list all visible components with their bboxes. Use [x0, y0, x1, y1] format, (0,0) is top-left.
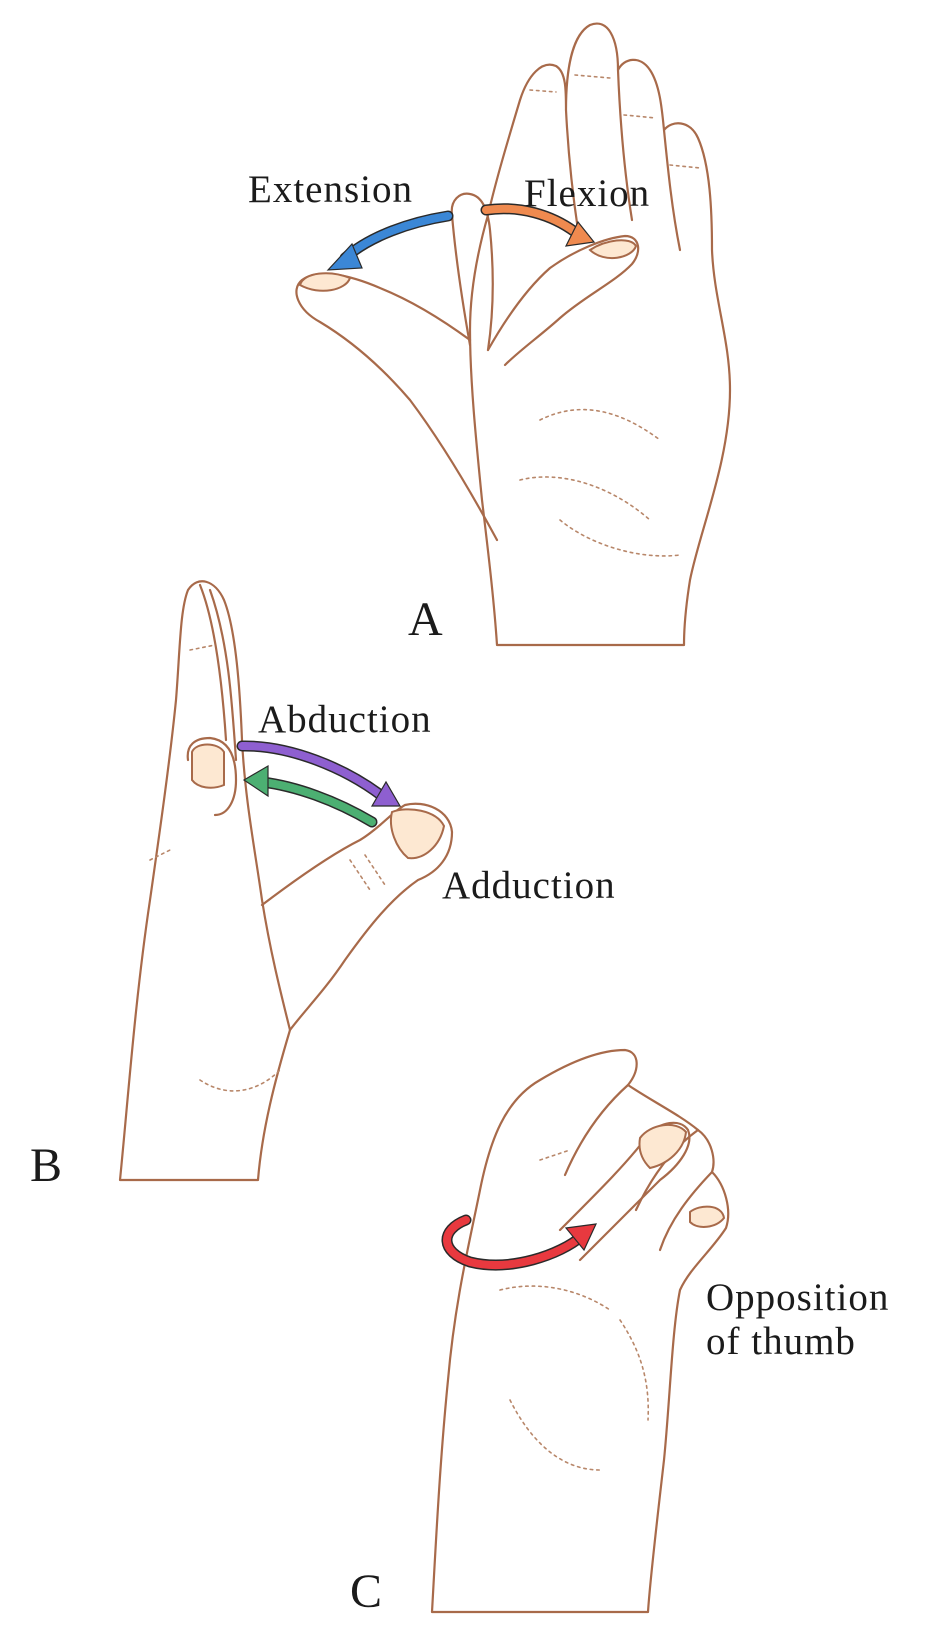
- panel-b-letter: B: [30, 1142, 62, 1190]
- panel-a-crease-3: [560, 520, 680, 556]
- panel-a-crease-4: [530, 90, 556, 92]
- panel-b-hand-side: [120, 581, 290, 1180]
- panel-c-crease-1: [500, 1286, 610, 1310]
- panel-b-crease-5: [190, 645, 215, 650]
- panel-b-crease-3: [365, 855, 385, 885]
- panel-c-finger-nail: [690, 1207, 724, 1227]
- panel-b-crease-4: [150, 850, 170, 860]
- panel-a-hand: [296, 24, 730, 645]
- panel-c-letter: C: [350, 1568, 382, 1616]
- panel-a-thumb-extended: [296, 274, 497, 540]
- extension-arrow-icon: [328, 216, 448, 270]
- panel-a-thumb-extended-nail: [300, 273, 350, 291]
- panel-c-hand: [432, 1050, 728, 1612]
- panel-b-finger-edge-2: [210, 590, 236, 760]
- opposition-label-line-2: of thumb: [706, 1322, 856, 1361]
- panel-c-finger-line-1: [565, 1085, 628, 1175]
- panel-a-crease-6: [624, 115, 656, 118]
- panel-a-crease-1: [540, 410, 660, 440]
- panel-a-crease-2: [520, 477, 650, 520]
- panel-b-finger-edge: [200, 585, 226, 740]
- panel-a-letter: A: [408, 596, 443, 644]
- panel-b-crease-1: [200, 1070, 280, 1091]
- panel-b-hand: [120, 581, 452, 1180]
- flexion-label: Flexion: [524, 174, 650, 213]
- panel-c-crease-2: [510, 1400, 600, 1470]
- panel-c-crease-3: [620, 1320, 648, 1420]
- opposition-label-line-1: Opposition: [706, 1278, 889, 1317]
- panel-b-thumb-adducted-nail: [192, 745, 224, 788]
- extension-label: Extension: [248, 170, 413, 209]
- adduction-label: Adduction: [442, 866, 616, 905]
- panel-b-thumb-abducted-nail: [391, 809, 444, 858]
- panel-a-palm: [470, 24, 730, 645]
- panel-a-crease-5: [575, 75, 610, 78]
- abduction-label: Abduction: [258, 700, 432, 739]
- panel-a-crease-7: [670, 165, 700, 168]
- panel-c-crease-4: [540, 1150, 570, 1160]
- panel-b-crease-2: [350, 860, 370, 890]
- panel-a-finger-line-3: [664, 130, 680, 250]
